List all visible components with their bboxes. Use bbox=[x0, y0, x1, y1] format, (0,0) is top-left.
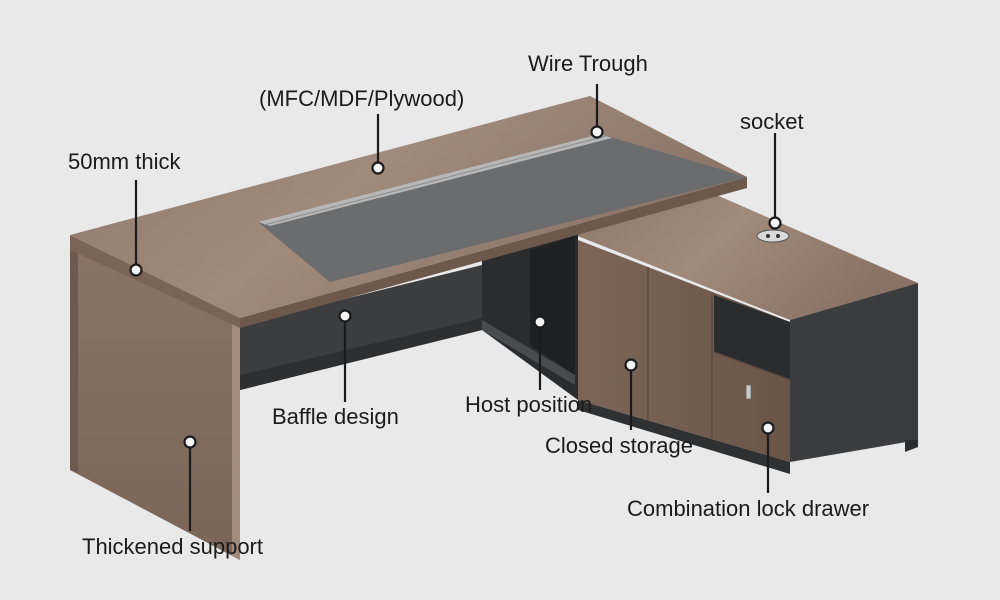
label-closed-storage: Closed storage bbox=[545, 433, 693, 458]
label-wire-trough: Wire Trough bbox=[528, 51, 648, 76]
cabinet-end-panel bbox=[790, 283, 918, 462]
label-material: (MFC/MDF/Plywood) bbox=[259, 86, 465, 111]
lock-icon bbox=[745, 384, 752, 400]
label-lock-drawer: Combination lock drawer bbox=[627, 496, 870, 521]
support-panel bbox=[70, 250, 240, 560]
label-socket: socket bbox=[740, 109, 804, 134]
desk-top bbox=[70, 96, 747, 328]
socket-icon bbox=[756, 229, 790, 243]
label-host: Host position bbox=[465, 392, 593, 417]
cabinet-top bbox=[570, 193, 918, 320]
label-thickness: 50mm thick bbox=[68, 149, 181, 174]
baffle-panel bbox=[240, 265, 482, 390]
return-cabinet bbox=[570, 193, 918, 474]
host-compartment bbox=[482, 232, 578, 400]
desk-top-edge bbox=[70, 235, 240, 328]
label-baffle: Baffle design bbox=[272, 404, 399, 429]
desk-pad bbox=[258, 134, 747, 282]
leader-lines bbox=[129, 84, 782, 531]
label-support: Thickened support bbox=[82, 534, 263, 559]
